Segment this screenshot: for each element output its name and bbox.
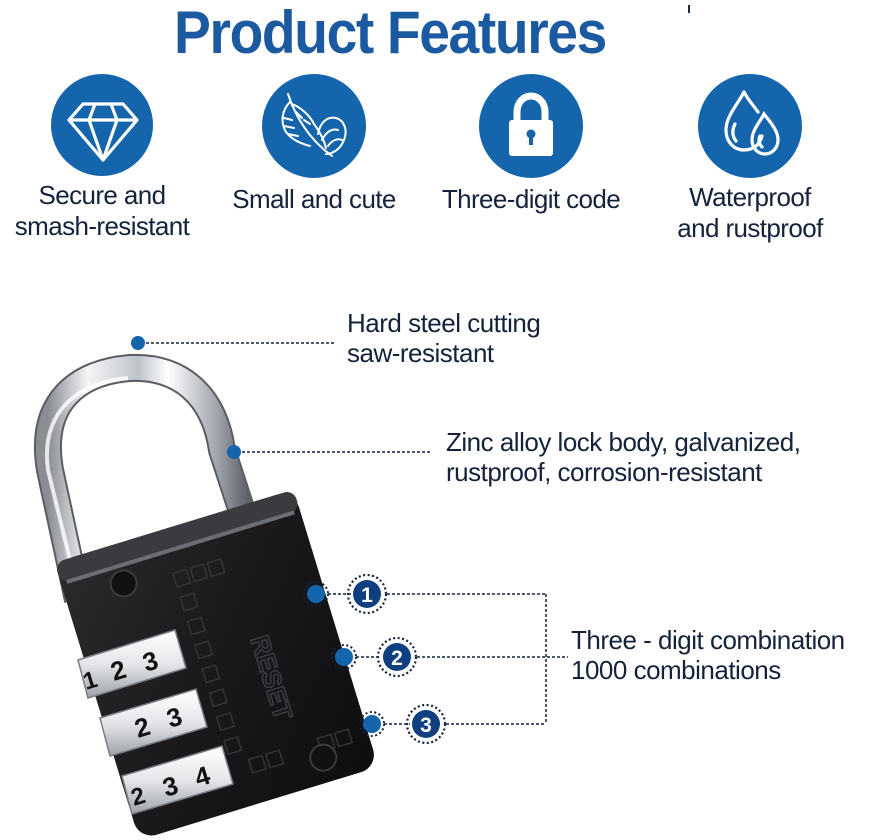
dial-pointer-1: 1 xyxy=(303,573,546,615)
callout-dials-text: Three - digit combination 1000 combinati… xyxy=(571,625,845,685)
dial-pointer-2: 2 xyxy=(331,636,568,678)
shackle xyxy=(34,353,262,603)
water-drops-icon xyxy=(698,74,802,178)
feature-label: Small and cute xyxy=(232,184,396,214)
dial-2[interactable]: 2 3 xyxy=(99,688,208,757)
dial-3[interactable]: 2 3 4 xyxy=(121,745,234,815)
svg-text:2: 2 xyxy=(128,782,149,812)
padlock-icon xyxy=(479,74,583,178)
feature-secure: Secure and smash-resistant xyxy=(2,74,202,242)
page-title: Product Features xyxy=(174,0,607,66)
svg-text:4: 4 xyxy=(191,760,214,793)
feature-label: Three-digit code xyxy=(441,184,621,214)
feature-label: Secure and smash-resistant xyxy=(14,180,190,241)
svg-text:3: 3 xyxy=(159,770,182,803)
callout-shackle-text: Hard steel cutting saw-resistant xyxy=(347,308,541,368)
badge-2: 2 xyxy=(391,647,403,670)
callout-shackle-pointer xyxy=(131,336,334,350)
badge-1: 1 xyxy=(361,584,373,607)
feature-code: Three-digit code xyxy=(428,74,634,215)
feature-waterproof: Waterproof and rustproof xyxy=(660,74,840,244)
feather-icon xyxy=(262,74,366,178)
svg-text:1: 1 xyxy=(80,666,101,696)
svg-text:3: 3 xyxy=(163,701,186,734)
lock-body: RESET xyxy=(57,492,374,836)
svg-text:2: 2 xyxy=(107,654,130,687)
dial-pointer-3: 3 xyxy=(359,703,546,745)
svg-text:3: 3 xyxy=(139,645,162,678)
reset-engraving: RESET xyxy=(245,632,299,724)
feature-small: Small and cute xyxy=(218,74,410,215)
callout-dials-pointer: 1 2 3 xyxy=(303,573,568,745)
feature-label: Waterproof and rustproof xyxy=(677,182,823,243)
diamond-icon xyxy=(51,74,153,176)
svg-text:2: 2 xyxy=(131,711,154,744)
badge-3: 3 xyxy=(420,714,432,737)
callout-body-pointer xyxy=(227,445,432,459)
stray-mark xyxy=(688,5,690,13)
callout-body-text: Zinc alloy lock body, galvanized, rustpr… xyxy=(446,427,801,487)
dial-1[interactable]: 1 2 3 xyxy=(77,629,187,699)
